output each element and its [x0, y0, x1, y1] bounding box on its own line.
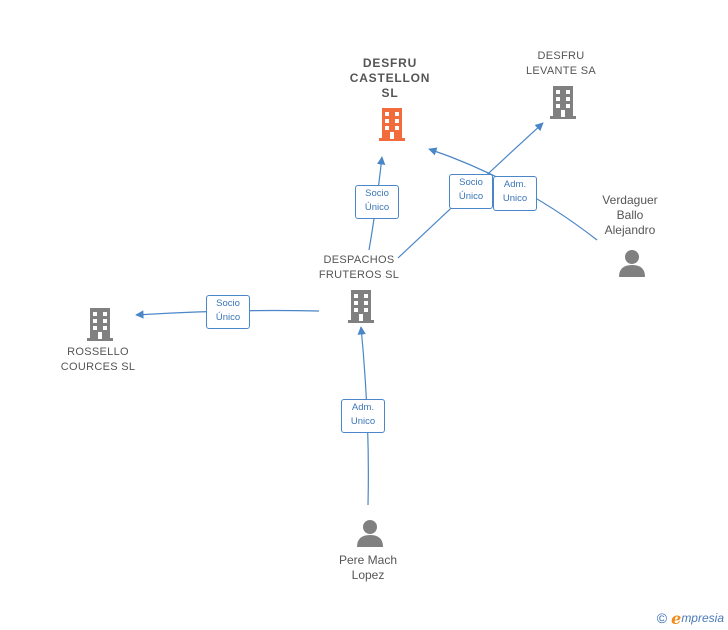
edge-label-line: Unico [502, 193, 528, 204]
edge-label-line: Adm. [503, 179, 527, 190]
edge-label-line: Único [458, 191, 484, 202]
building-icon[interactable] [345, 288, 377, 324]
edge-label-line: Adm. [351, 402, 375, 413]
node-label-line: DESFRU [537, 50, 585, 62]
node-label-line: DESPACHOS [323, 254, 395, 266]
node-label-line: Pere Mach [338, 553, 398, 567]
node-label-line: FRUTEROS SL [318, 269, 400, 281]
person-icon[interactable] [355, 518, 385, 548]
edge-label-socio-unico[interactable]: Socio Único [206, 295, 250, 329]
brand-initial: e [671, 608, 682, 628]
node-label-line: Ballo [616, 208, 644, 222]
brand-name: mpresia [681, 611, 724, 625]
node-label-pere-mach: Pere Mach Lopez [318, 553, 418, 583]
node-label-line: COURCES SL [60, 361, 136, 373]
node-label-line: LEVANTE SA [525, 65, 597, 77]
edge-label-line: Único [215, 312, 241, 323]
building-icon[interactable] [84, 306, 116, 342]
node-label-line: CASTELLON [349, 71, 431, 85]
edge-label-adm-unico[interactable]: Adm. Unico [341, 399, 385, 433]
building-icon[interactable] [376, 106, 408, 142]
edge-label-socio-unico[interactable]: Socio Único [355, 185, 399, 219]
edge-label-socio-unico[interactable]: Socio Único [449, 174, 493, 209]
node-label-rossello-cources: ROSSELLO COURCES SL [48, 345, 148, 375]
empresia-brand[interactable]: © e mpresia [656, 608, 724, 628]
person-icon[interactable] [617, 248, 647, 278]
node-label-verdaguer: Verdaguer Ballo Alejandro [580, 193, 680, 238]
copyright-symbol: © [656, 610, 668, 626]
node-label-line: Lopez [351, 568, 385, 582]
node-label-desfru-castellon: DESFRU CASTELLON SL [340, 56, 440, 101]
node-label-line: Alejandro [604, 223, 656, 237]
edge-label-line: Único [364, 202, 390, 213]
edge-label-adm-unico[interactable]: Adm. Unico [493, 176, 537, 211]
node-label-desfru-levante: DESFRU LEVANTE SA [511, 49, 611, 79]
node-label-line: ROSSELLO [67, 346, 129, 358]
node-label-line: Verdaguer [602, 193, 658, 207]
node-label-line: DESFRU [362, 56, 418, 70]
node-label-line: SL [381, 86, 399, 100]
edge-label-line: Unico [350, 416, 376, 427]
node-label-despachos-fruteros: DESPACHOS FRUTEROS SL [309, 253, 409, 283]
building-icon[interactable] [547, 84, 579, 120]
edge-label-line: Socio [216, 298, 240, 309]
edge-label-line: Socio [459, 177, 483, 188]
edge-label-line: Socio [365, 188, 389, 199]
